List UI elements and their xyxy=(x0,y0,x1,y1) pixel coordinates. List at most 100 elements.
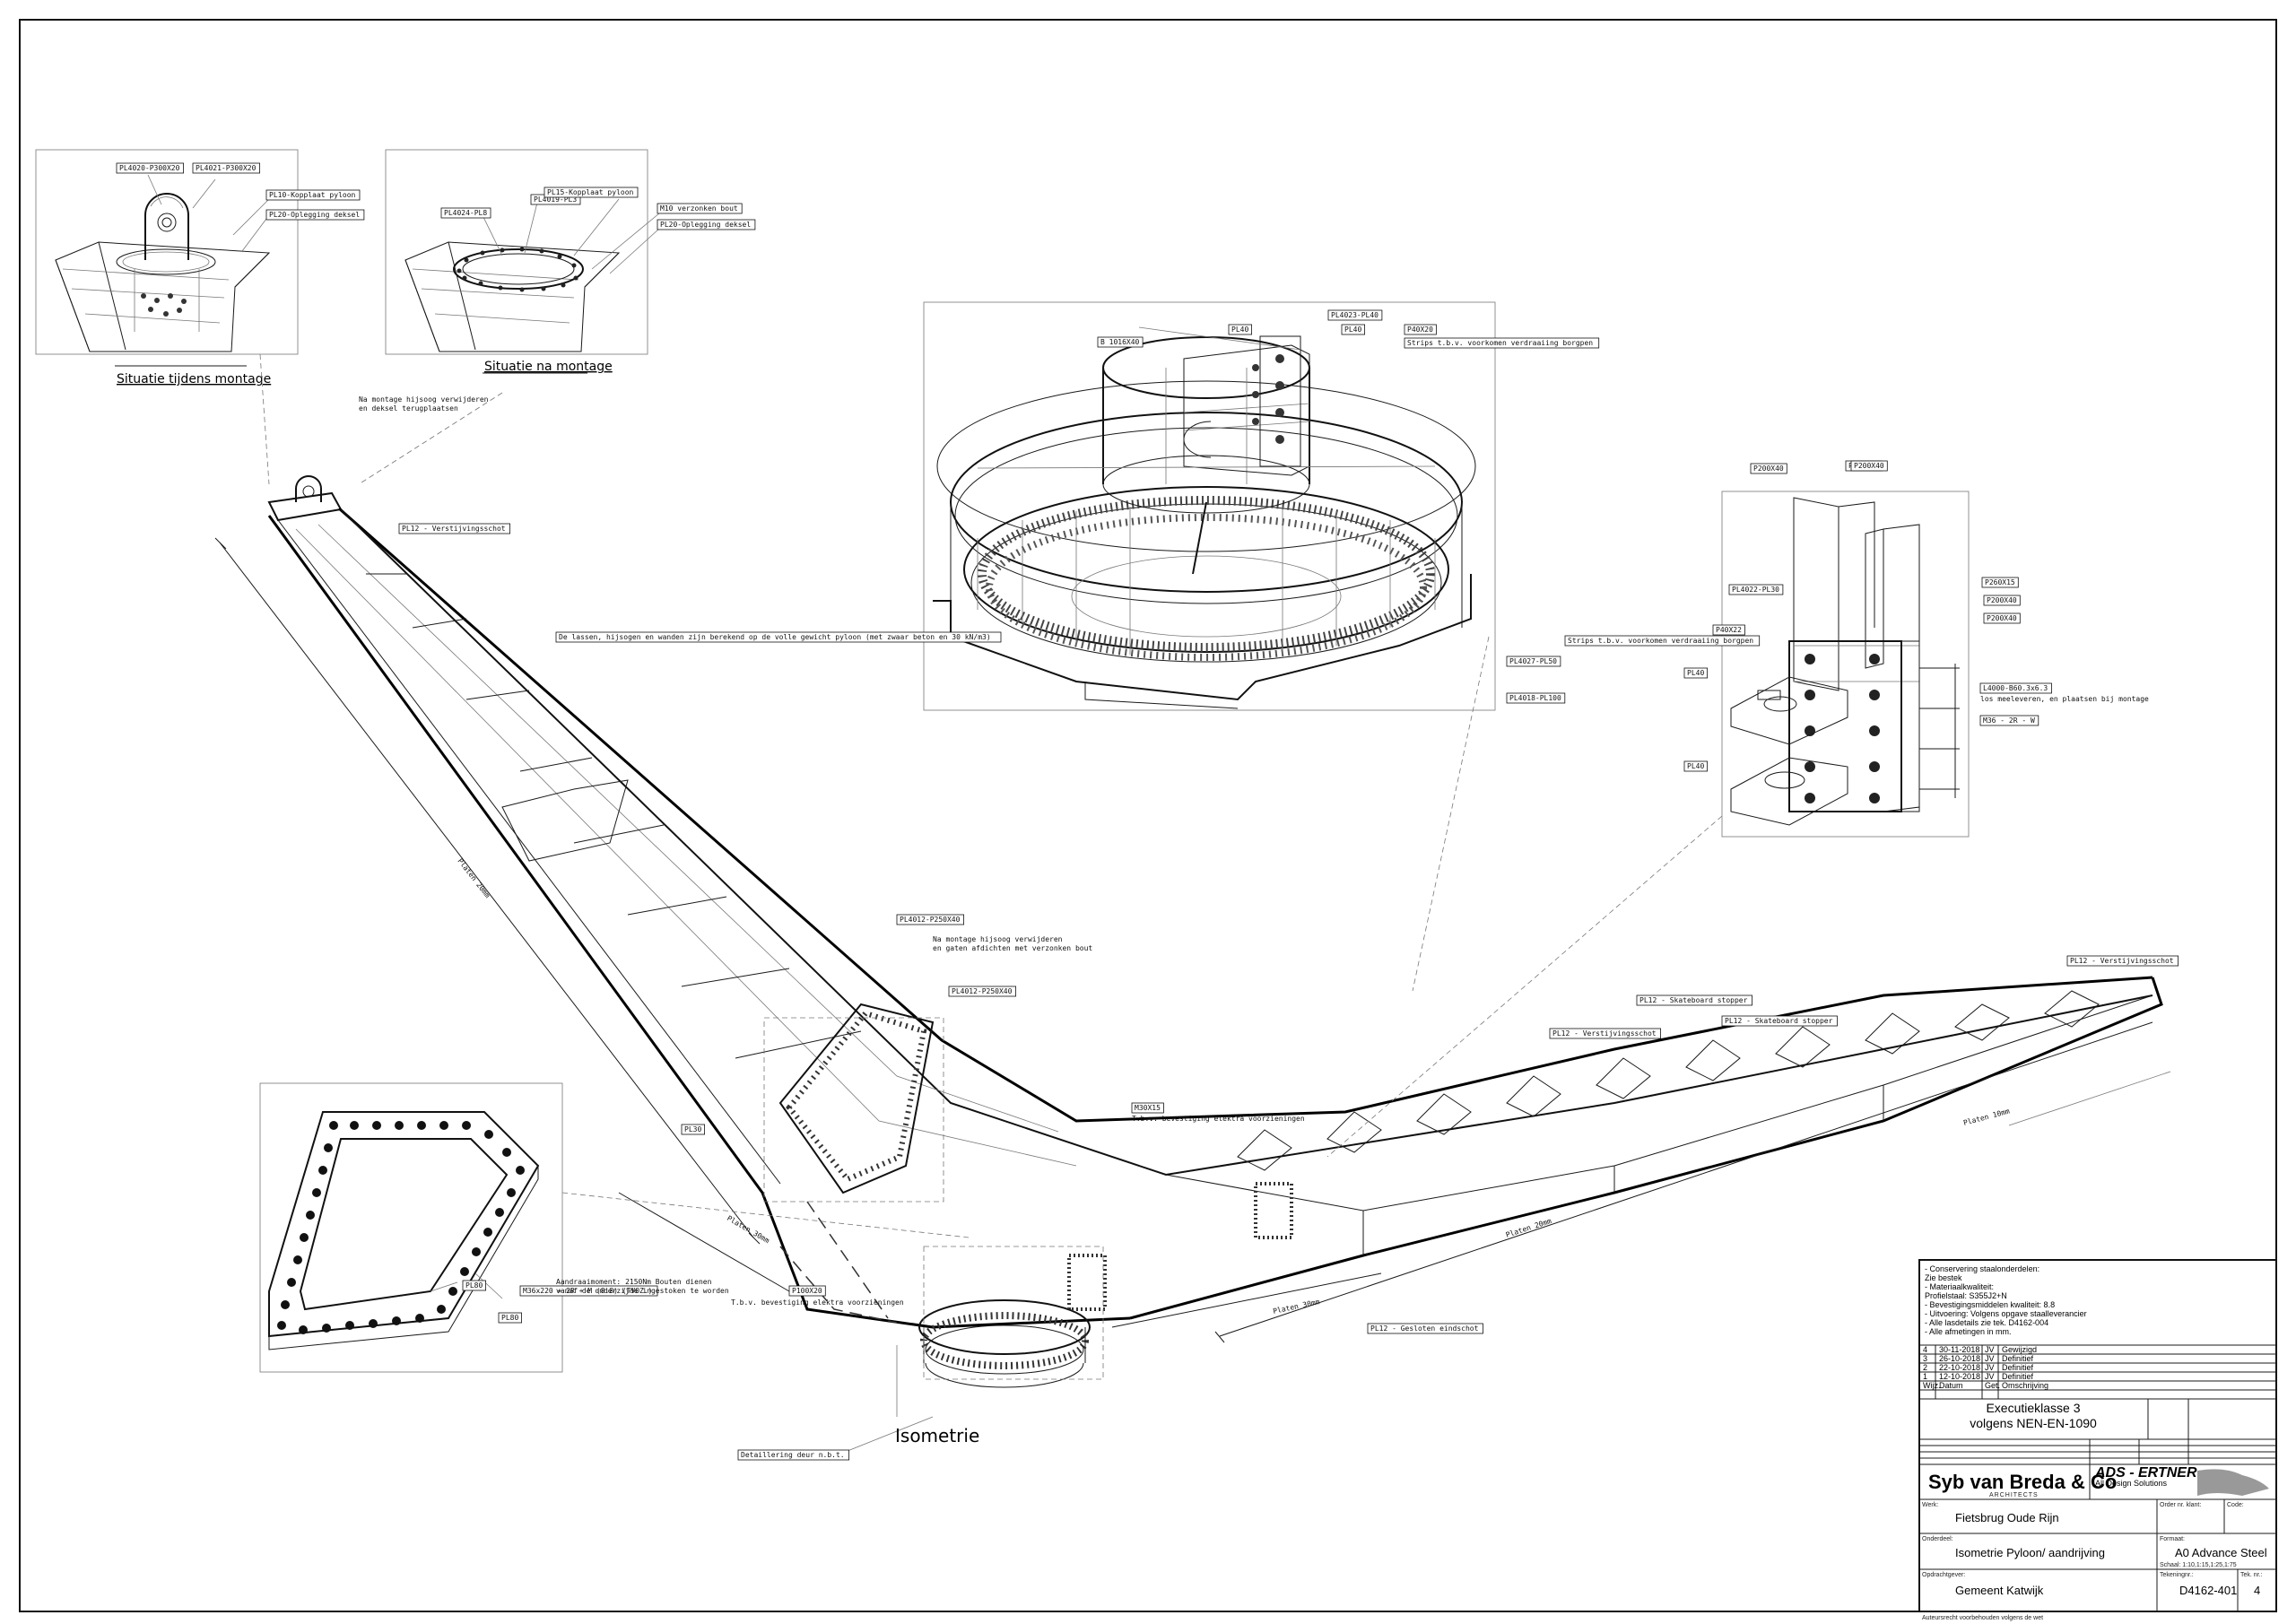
svg-text:PL40: PL40 xyxy=(1687,762,1704,770)
callout-m10-bout: M10 verzonken bout xyxy=(657,203,743,214)
exec-norm: volgens NEN-EN-1090 xyxy=(1970,1416,2097,1430)
orderno-label: Order nr. klant: xyxy=(2160,1502,2201,1508)
callout-pl12-verstijving-top: PL12 - Verstijvingsschot xyxy=(398,523,510,534)
svg-text:PL12 - Verstijvingsschot: PL12 - Verstijvingsschot xyxy=(1552,1029,1657,1038)
note-na-montage-3: Na montage hijsoog verwijderen xyxy=(933,935,1063,943)
caption-montage-during: Situatie tijdens montage xyxy=(117,372,271,386)
svg-text:PL15-Kopplaat pyloon: PL15-Kopplaat pyloon xyxy=(547,188,634,196)
svg-text:PL4022-PL30: PL4022-PL30 xyxy=(1732,586,1779,594)
opdrachtgever-label: Opdrachtgever: xyxy=(1922,1572,1965,1578)
callout-pl40-b: PL40 xyxy=(1341,324,1366,335)
svg-text:M10 verzonken bout: M10 verzonken bout xyxy=(660,204,738,213)
svg-text:L4000-B60.3x6.3: L4000-B60.3x6.3 xyxy=(1983,684,2048,692)
svg-text:PL4024-PL8: PL4024-PL8 xyxy=(444,209,487,217)
callout-pl12-verstijving-right: PL12 - Verstijvingsschot xyxy=(2066,955,2179,967)
drawing-no-value: D4162-401 xyxy=(2179,1584,2237,1597)
revision-cell: Definitief xyxy=(2002,1372,2034,1381)
callout-pl15-kopplaat: PL15-Kopplaat pyloon xyxy=(544,187,639,198)
svg-text:M30X15: M30X15 xyxy=(1135,1104,1161,1112)
aandraai-line-2: vanaf de onderzijde ingestoken te worden xyxy=(556,1287,729,1295)
aandraai-line-1: Aandraaimoment: 2150Nm Bouten dienen xyxy=(556,1278,712,1286)
note-na-montage-1: Na montage hijsoog verwijderen xyxy=(359,395,489,404)
svg-text:PL12 - Skateboard stopper: PL12 - Skateboard stopper xyxy=(1725,1017,1833,1025)
callout-pl12-skateboard-b: PL12 - Skateboard stopper xyxy=(1721,1015,1838,1027)
callout-pl4024: PL4024-PL8 xyxy=(440,207,491,219)
svg-text:PL4012-P250X40: PL4012-P250X40 xyxy=(952,987,1013,995)
revision-cell: Get. xyxy=(1985,1381,2000,1390)
svg-text:PL20-Oplegging deksel: PL20-Oplegging deksel xyxy=(269,211,360,219)
revision-cell: 22-10-2018 xyxy=(1939,1363,1980,1372)
svg-text:PL30: PL30 xyxy=(684,1125,701,1133)
callout-pl4027: PL4027-PL50 xyxy=(1506,656,1561,667)
svg-text:P200X40: P200X40 xyxy=(1753,465,1784,473)
tb-note-line: Profielstaal: S355J2+N xyxy=(1925,1291,2007,1300)
exec-class: Executieklasse 3 xyxy=(1986,1401,2080,1415)
detail-lug-plates xyxy=(1721,491,1970,838)
tb-note-line: - Alle afmetingen in mm. xyxy=(1925,1327,2012,1336)
callout-bolt-spec: M36x220 + 2R + M (8.8) (TVOZ.) xyxy=(519,1285,658,1297)
svg-text:M36 - 2R - W: M36 - 2R - W xyxy=(1983,716,2035,725)
revision-cell: 30-11-2018 xyxy=(1939,1345,1979,1354)
callout-pl4021: PL4021-P300X20 xyxy=(192,162,260,174)
svg-text:M36x220 + 2R + M (8.8) (TVOZ.): M36x220 + 2R + M (8.8) (TVOZ.) xyxy=(523,1287,653,1295)
callout-pl12-gesloten: PL12 - Gesloten eindschot xyxy=(1367,1323,1483,1334)
svg-text:P200X40: P200X40 xyxy=(1987,596,2017,604)
callout-p260x15-b: P260X15 xyxy=(1981,577,2019,588)
callout-pl40-d: PL40 xyxy=(1683,760,1709,772)
revision-cell: JV xyxy=(1985,1372,1995,1381)
callout-pl20-oplegging-a: PL20-Oplegging deksel xyxy=(265,209,365,221)
callout-pl10-kopplaat: PL10-Kopplaat pyloon xyxy=(265,189,361,201)
caption-montage-after: Situatie na montage xyxy=(484,360,613,374)
revision-cell: JV xyxy=(1985,1345,1995,1354)
svg-text:PL4020-P300X20: PL4020-P300X20 xyxy=(119,164,180,172)
architect-logo: Syb van Breda & Co xyxy=(1928,1471,2117,1493)
revision-cell: Wijz. xyxy=(1923,1381,1941,1390)
revision-cell: Omschrijving xyxy=(2002,1381,2048,1390)
revision-cell: 1 xyxy=(1923,1372,1927,1381)
svg-text:PL12 - Verstijvingsschot: PL12 - Verstijvingsschot xyxy=(2070,957,2174,965)
svg-text:PL4012-P250X40: PL4012-P250X40 xyxy=(900,916,961,924)
onderdeel-value: Isometrie Pyloon/ aandrijving xyxy=(1955,1546,2105,1559)
svg-text:PL40: PL40 xyxy=(1344,326,1361,334)
callout-pl30: PL30 xyxy=(681,1124,706,1135)
svg-text:PL12 - Skateboard stopper: PL12 - Skateboard stopper xyxy=(1639,996,1748,1004)
detail-bolt-ring xyxy=(259,1082,563,1373)
caption-isometrie: Isometrie xyxy=(895,1425,979,1446)
callout-detaillering: Detaillering deur n.b.t. xyxy=(737,1449,849,1461)
svg-text:P200X40: P200X40 xyxy=(1854,462,1884,470)
callout-m30x15: M30X15 xyxy=(1131,1102,1164,1114)
callout-pl40-a: PL40 xyxy=(1228,324,1253,335)
dim-platen-10: Platen 10mm xyxy=(1962,1107,2011,1126)
callout-p200x40-b: P200X40 xyxy=(1850,460,1888,472)
note-na-montage-4: en gaten afdichten met verzonken bout xyxy=(933,944,1092,952)
svg-text:PL4018-PL100: PL4018-PL100 xyxy=(1509,694,1561,702)
architect-sub: ARCHITECTS xyxy=(1989,1492,2039,1498)
svg-text:P260X15: P260X15 xyxy=(1985,578,2015,586)
engineer-logo: ADS - ERTNER xyxy=(2094,1465,2197,1481)
callout-pl4018: PL4018-PL100 xyxy=(1506,692,1566,704)
pyloon-isometry xyxy=(267,475,2163,1388)
tb-note-line: - Materiaalkwaliteit: xyxy=(1925,1282,1994,1291)
revision-cell: Gewijzigd xyxy=(2002,1345,2037,1354)
callout-pl40-c: PL40 xyxy=(1683,667,1709,679)
svg-text:PL20-Oplegging deksel: PL20-Oplegging deksel xyxy=(660,221,751,229)
callout-labels: PL4020-P300X20 PL4021-P300X20PL10-Kopplaa… xyxy=(116,162,2179,1461)
svg-text:P40X20: P40X20 xyxy=(1407,326,1433,334)
svg-text:Strips t.b.v. voorkomen verdra: Strips t.b.v. voorkomen verdraaiing borg… xyxy=(1568,637,1753,645)
tb-note-line: - Alle lasdetails zie tek. D4162-004 xyxy=(1925,1318,2048,1327)
revision-cell: 2 xyxy=(1923,1363,1927,1372)
revision-cell: JV xyxy=(1985,1363,1995,1372)
svg-text:PL12 - Verstijvingsschot: PL12 - Verstijvingsschot xyxy=(402,525,506,533)
format-value: A0 Advance Steel xyxy=(2175,1546,2267,1559)
callout-l4000: L4000-B60.3x6.3 xyxy=(1979,682,2052,694)
tb-note-line: - Conservering staalonderdelen: xyxy=(1925,1264,2039,1273)
svg-text:PL40: PL40 xyxy=(1231,326,1248,334)
svg-text:PL80: PL80 xyxy=(465,1281,483,1290)
dim-platen-20-right: Platen 20mm xyxy=(1505,1217,1552,1239)
svg-text:P100X20: P100X20 xyxy=(792,1287,822,1295)
callout-pl4020: PL4020-P300X20 xyxy=(116,162,184,174)
callout-pl12-skateboard-a: PL12 - Skateboard stopper xyxy=(1636,994,1752,1006)
svg-text:Strips t.b.v. voorkomen verdra: Strips t.b.v. voorkomen verdraaiing borg… xyxy=(1407,339,1593,347)
callout-pl80-b: PL80 xyxy=(498,1312,523,1324)
